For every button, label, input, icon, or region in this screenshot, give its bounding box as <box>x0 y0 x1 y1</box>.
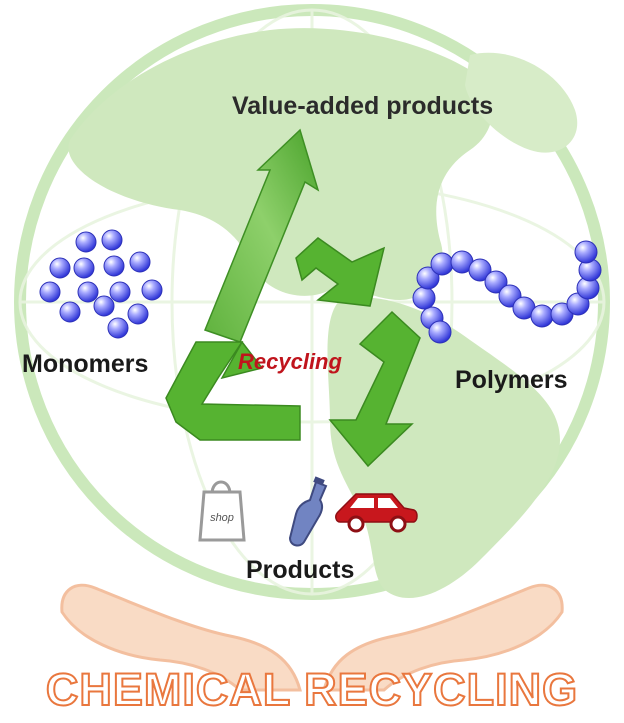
value-added-products-label: Value-added products <box>232 92 494 120</box>
monomer-spheres-icon <box>39 229 163 339</box>
shopping-bag-icon: shop <box>198 480 246 542</box>
polymer-chain-icon <box>412 240 602 344</box>
recycling-label: Recycling <box>238 349 342 374</box>
car-icon <box>335 493 418 533</box>
products-label: Products <box>246 556 355 584</box>
bottle-icon <box>288 476 328 547</box>
recycle-arrows-icon <box>165 237 421 468</box>
monomers-label: Monomers <box>22 350 149 378</box>
up-arrow-icon <box>204 128 320 343</box>
polymers-label: Polymers <box>455 366 568 394</box>
hands-icon <box>60 583 564 692</box>
shop-label: shop <box>210 512 234 524</box>
greenland-shape <box>465 52 578 153</box>
chemical-recycling-title: CHEMICAL RECYCLING <box>45 663 579 716</box>
